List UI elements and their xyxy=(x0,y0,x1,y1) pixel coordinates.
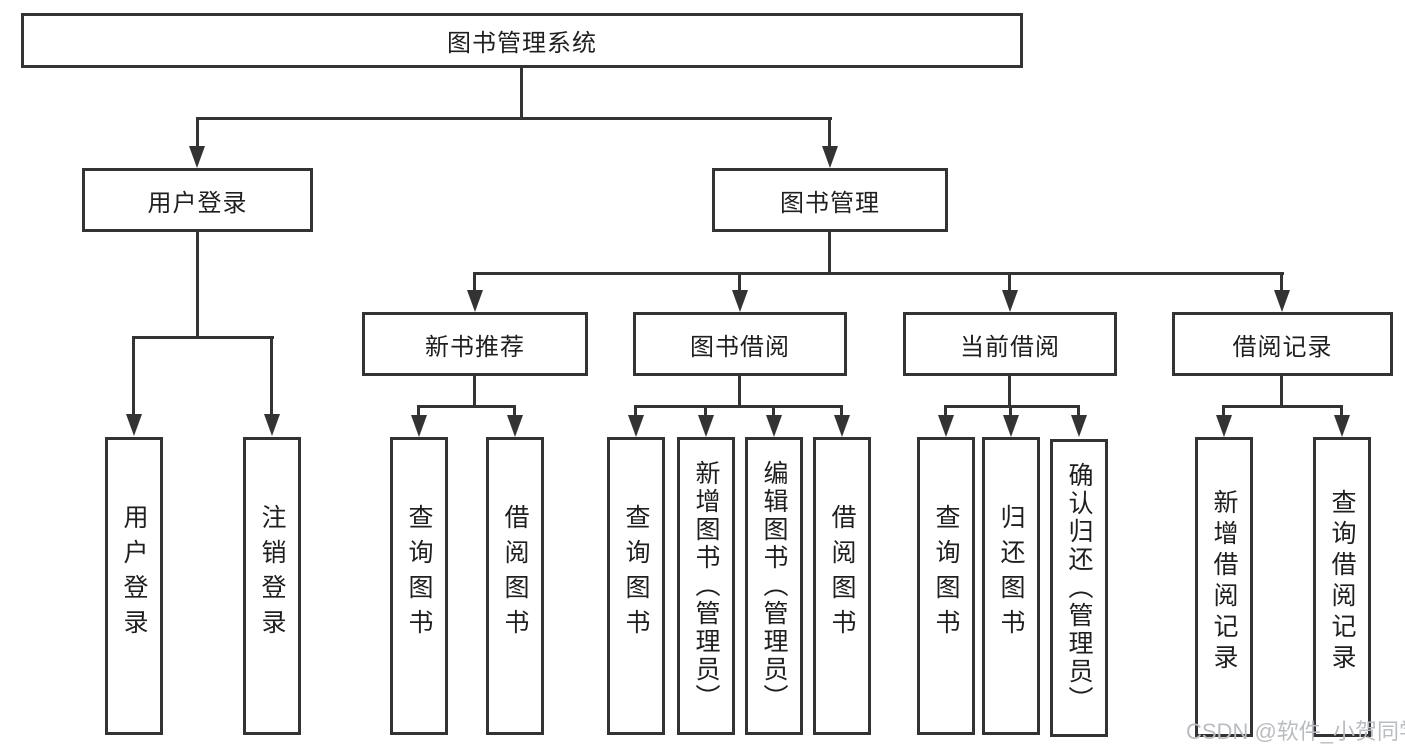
node-book-management: 图书管理 xyxy=(712,168,948,232)
arrow-down-icon xyxy=(1274,290,1290,312)
leaf-records-add-record: 新增借阅记录 xyxy=(1195,437,1253,737)
connector-line xyxy=(196,232,199,336)
arrow-down-icon xyxy=(822,146,838,168)
arrow-down-icon xyxy=(1002,290,1018,312)
connector-line xyxy=(1280,376,1283,405)
node-user-login: 用户登录 xyxy=(82,168,313,232)
leaf-current-query-books: 查询图书 xyxy=(917,437,975,735)
connector-line xyxy=(196,117,199,147)
connector-line xyxy=(738,376,741,405)
leaf-logout-login: 注销登录 xyxy=(243,437,301,735)
connector-line xyxy=(417,405,420,417)
arrow-down-icon xyxy=(126,414,142,436)
connector-line xyxy=(944,405,1080,408)
connector-line xyxy=(196,117,832,120)
leaf-current-return-books: 归还图书 xyxy=(982,437,1040,735)
connector-line xyxy=(1077,405,1080,417)
connector-line xyxy=(513,405,516,417)
arrow-down-icon xyxy=(507,415,523,437)
connector-line xyxy=(944,405,947,417)
node-borrowing-records: 借阅记录 xyxy=(1172,312,1393,376)
leaf-borrowing-borrow-books: 借阅图书 xyxy=(813,437,871,735)
connector-line xyxy=(1009,405,1012,417)
connector-line xyxy=(738,272,741,292)
arrow-down-icon xyxy=(628,415,644,437)
arrow-down-icon xyxy=(467,290,483,312)
connector-line xyxy=(1340,405,1343,417)
arrow-down-icon xyxy=(189,146,205,168)
leaf-current-confirm-return-admin: 确认归还（管理员） xyxy=(1050,439,1108,737)
connector-line xyxy=(1008,272,1011,292)
leaf-user-login: 用户登录 xyxy=(105,437,163,735)
connector-line xyxy=(132,336,135,416)
connector-line xyxy=(270,336,273,416)
connector-line xyxy=(828,117,831,147)
leaf-borrowing-query-books: 查询图书 xyxy=(607,437,665,735)
arrow-down-icon xyxy=(1003,415,1019,437)
connector-line xyxy=(132,336,274,339)
connector-line xyxy=(1008,376,1011,405)
connector-line xyxy=(473,272,476,292)
leaf-records-query-record: 查询借阅记录 xyxy=(1313,437,1371,737)
arrow-down-icon xyxy=(1071,415,1087,437)
connector-line xyxy=(704,405,707,417)
connector-line xyxy=(473,272,1284,275)
connector-line xyxy=(634,405,843,408)
leaf-borrowing-edit-books-admin: 编辑图书（管理员） xyxy=(745,437,803,735)
arrow-down-icon xyxy=(766,415,782,437)
leaf-recommend-query-books: 查询图书 xyxy=(390,437,448,735)
connector-line xyxy=(1222,405,1225,417)
arrow-down-icon xyxy=(1334,415,1350,437)
arrow-down-icon xyxy=(698,415,714,437)
node-book-borrowing: 图书借阅 xyxy=(633,312,847,376)
arrow-down-icon xyxy=(938,415,954,437)
connector-line xyxy=(772,405,775,417)
connector-line xyxy=(473,376,476,405)
arrow-down-icon xyxy=(411,415,427,437)
connector-line xyxy=(1222,405,1343,408)
connector-line xyxy=(828,232,831,272)
arrow-down-icon xyxy=(834,415,850,437)
leaf-recommend-borrow-books: 借阅图书 xyxy=(486,437,544,735)
arrow-down-icon xyxy=(732,290,748,312)
connector-line xyxy=(417,405,516,408)
connector-line xyxy=(520,68,523,117)
connector-line xyxy=(840,405,843,417)
node-current-borrowing: 当前借阅 xyxy=(903,312,1117,376)
csdn-watermark: CSDN @软件_小贺同学 xyxy=(1186,719,1405,744)
node-library-management-system: 图书管理系统 xyxy=(21,13,1023,68)
leaf-borrowing-add-books-admin: 新增图书（管理员） xyxy=(677,437,735,735)
connector-line xyxy=(1280,272,1283,292)
arrow-down-icon xyxy=(1216,415,1232,437)
node-new-book-recommend: 新书推荐 xyxy=(362,312,588,376)
arrow-down-icon xyxy=(264,414,280,436)
connector-line xyxy=(634,405,637,417)
